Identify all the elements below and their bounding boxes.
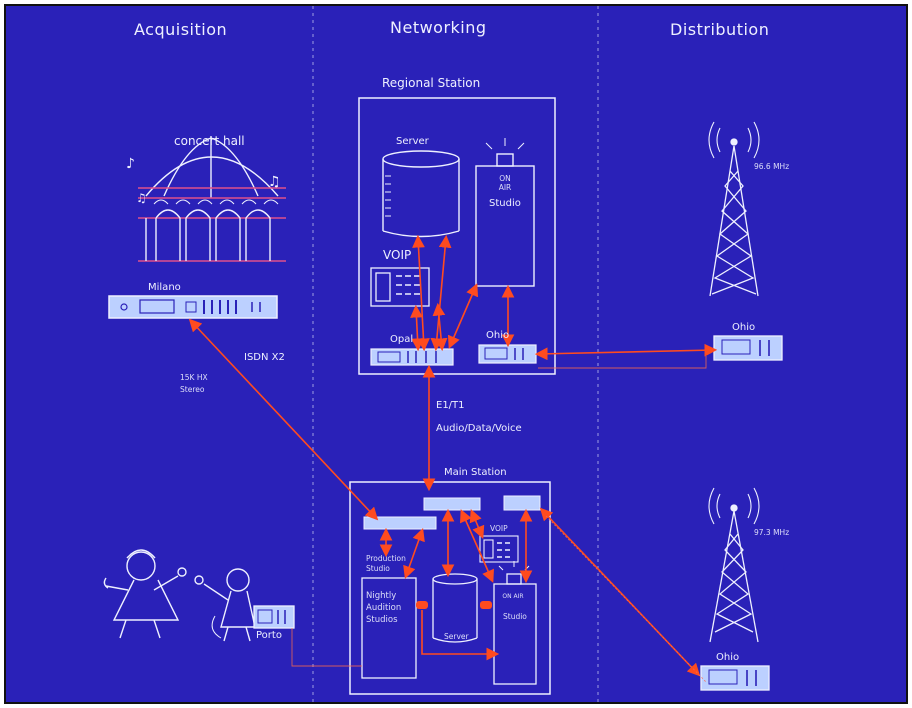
regional-opal-codec-device [370, 348, 454, 366]
porto-label: Porto [256, 630, 282, 641]
main-server-icon [432, 573, 478, 643]
music-note-icon: ♪ [126, 156, 135, 172]
nightly-audition-studios-label: Nightly Audition Studios [366, 591, 402, 625]
music-note-icon: ♫ [136, 191, 147, 205]
announcer-character-icon [103, 549, 187, 639]
distribution-ohio-top-label: Ohio [732, 322, 756, 333]
isdn-link-label: ISDN X2 [244, 352, 285, 363]
main-voip-label: VOIP [490, 524, 508, 533]
blueprint-canvas: ♪ ♫ ♫ [4, 4, 908, 704]
regional-station-title: Regional Station [382, 76, 481, 90]
main-server-label: Server [444, 632, 469, 641]
regional-server-icon [382, 150, 460, 238]
distribution-ohio-bottom-label: Ohio [716, 652, 740, 663]
distribution-ohio-codec-bottom-device [700, 665, 770, 691]
regional-opal-label: Opal [390, 334, 414, 345]
distribution-ohio-codec-top-device [713, 335, 783, 361]
nightly-audition-studio-box [361, 577, 417, 679]
regional-voip-label: VOIP [383, 248, 412, 262]
regional-on-air-sign: ON AIR [498, 174, 512, 192]
regional-station-box [358, 97, 556, 375]
column-title-acquisition: Acquisition [134, 20, 228, 39]
main-opal-codec-device [423, 497, 481, 511]
e1t1-link-label: E1/T1 [436, 400, 465, 411]
column-title-distribution: Distribution [670, 20, 770, 39]
regional-ohio-codec-device [478, 344, 537, 364]
porto-codec-device [253, 605, 295, 629]
tower-bottom-frequency: 97.3 MHz [754, 528, 790, 537]
transmitter-tower-top-icon [708, 121, 760, 297]
regional-studio-label: Studio [489, 198, 521, 209]
tower-top-frequency: 96.6 MHz [754, 162, 790, 171]
diagram-drawing: ♪ ♫ ♫ [103, 6, 783, 702]
main-voip-phone-icon [479, 535, 519, 563]
main-ohio-codec-device [503, 495, 541, 511]
link-regional-ohio-distribution [534, 343, 718, 361]
interviewer-character-icon [194, 568, 256, 642]
main-studio-icon [493, 561, 537, 685]
stereo-link-label: 15K HX Stereo [180, 373, 208, 394]
concert-hall-icon [138, 136, 286, 262]
patch-connector [416, 601, 428, 609]
regional-studio-icon [475, 138, 535, 287]
column-title-networking: Networking [390, 18, 487, 37]
main-studio-label: Studio [503, 612, 527, 621]
concert-hall-label: concert hall [174, 134, 245, 148]
regional-server-label: Server [396, 136, 429, 147]
milano-label: Milano [148, 282, 181, 293]
production-studio-label: Production Studio [366, 554, 406, 573]
isdn-link-milano-main [188, 318, 379, 521]
audio-data-voice-label: Audio/Data/Voice [436, 423, 522, 434]
patch-connector [480, 601, 492, 609]
regional-ohio-label: Ohio [486, 330, 510, 341]
milano-codec-device [108, 295, 278, 319]
music-note-icon: ♫ [268, 174, 281, 190]
main-station-title: Main Station [444, 467, 507, 478]
main-station-box [349, 481, 551, 695]
main-on-air-sign: ON AIR [502, 593, 524, 600]
main-milano-codec-device [363, 516, 437, 530]
transmitter-tower-bottom-icon [708, 487, 760, 643]
